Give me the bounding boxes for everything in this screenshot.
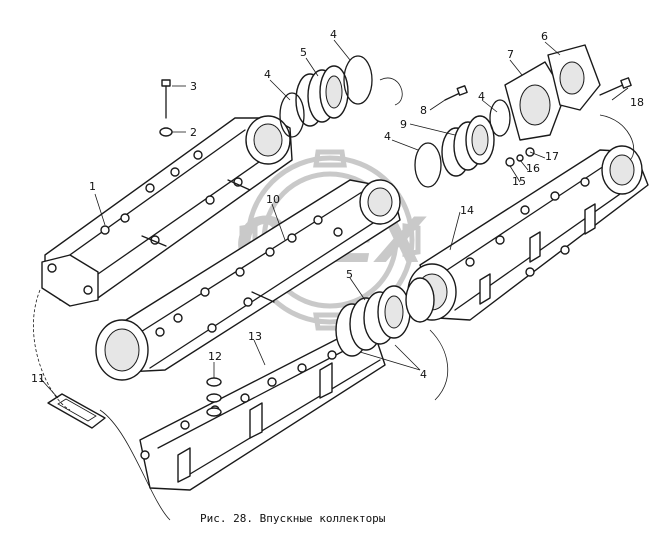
manifold-1 xyxy=(41,115,293,307)
callout-3: 3 xyxy=(190,80,197,93)
figure-caption: Рис. 28. Впускные коллекторы xyxy=(200,512,386,525)
gasket-11 xyxy=(47,393,106,429)
callout-4-right: 4 xyxy=(478,90,485,103)
callout-14: 14 xyxy=(460,204,474,217)
gasket-6 xyxy=(547,44,601,111)
callout-1: 1 xyxy=(89,180,96,193)
callout-4-bottom: 4 xyxy=(420,368,427,381)
callout-18: 18 xyxy=(630,96,644,109)
callout-10: 10 xyxy=(266,193,280,206)
manifold-10 xyxy=(95,179,401,381)
callout-5-top: 5 xyxy=(300,46,307,59)
bolt-18 xyxy=(599,77,632,96)
callouts: 1 2 3 4 4 4 4 4 5 5 6 7 8 9 10 11 12 13 … xyxy=(31,28,644,385)
bellows-right xyxy=(441,115,495,177)
bolt-8 xyxy=(444,85,468,101)
manifold-10-bolt-bosses xyxy=(155,215,343,337)
manifold-14-bolt-bosses xyxy=(465,177,590,277)
callout-6: 6 xyxy=(541,30,548,43)
callout-16: 16 xyxy=(526,162,540,175)
assembly-arrows xyxy=(33,77,635,521)
callout-15: 15 xyxy=(512,175,526,188)
nut-15 xyxy=(505,157,515,167)
o-rings-upper xyxy=(279,55,373,138)
callout-12: 12 xyxy=(208,350,222,363)
washer-16 xyxy=(516,154,524,162)
flange-7 xyxy=(504,61,566,141)
manifold-13 xyxy=(139,334,386,491)
washer-2 xyxy=(159,127,173,137)
callout-7: 7 xyxy=(507,48,514,61)
stud-12 xyxy=(206,377,222,417)
callout-8: 8 xyxy=(420,104,427,117)
bellows-lower xyxy=(335,277,435,357)
callout-17: 17 xyxy=(545,150,559,163)
callout-11: 11 xyxy=(31,372,45,385)
callout-5-lower: 5 xyxy=(346,268,353,281)
callout-2: 2 xyxy=(190,126,197,139)
bellows-upper xyxy=(295,65,349,127)
callout-4-top: 4 xyxy=(330,28,337,41)
leader-lines xyxy=(39,39,629,399)
callout-9: 9 xyxy=(400,118,407,131)
callout-13: 13 xyxy=(248,330,262,343)
callout-4-top-left: 4 xyxy=(264,68,271,81)
bolt-3 xyxy=(161,79,171,119)
o-ring-right xyxy=(414,99,511,188)
callout-4-mid: 4 xyxy=(384,130,391,143)
